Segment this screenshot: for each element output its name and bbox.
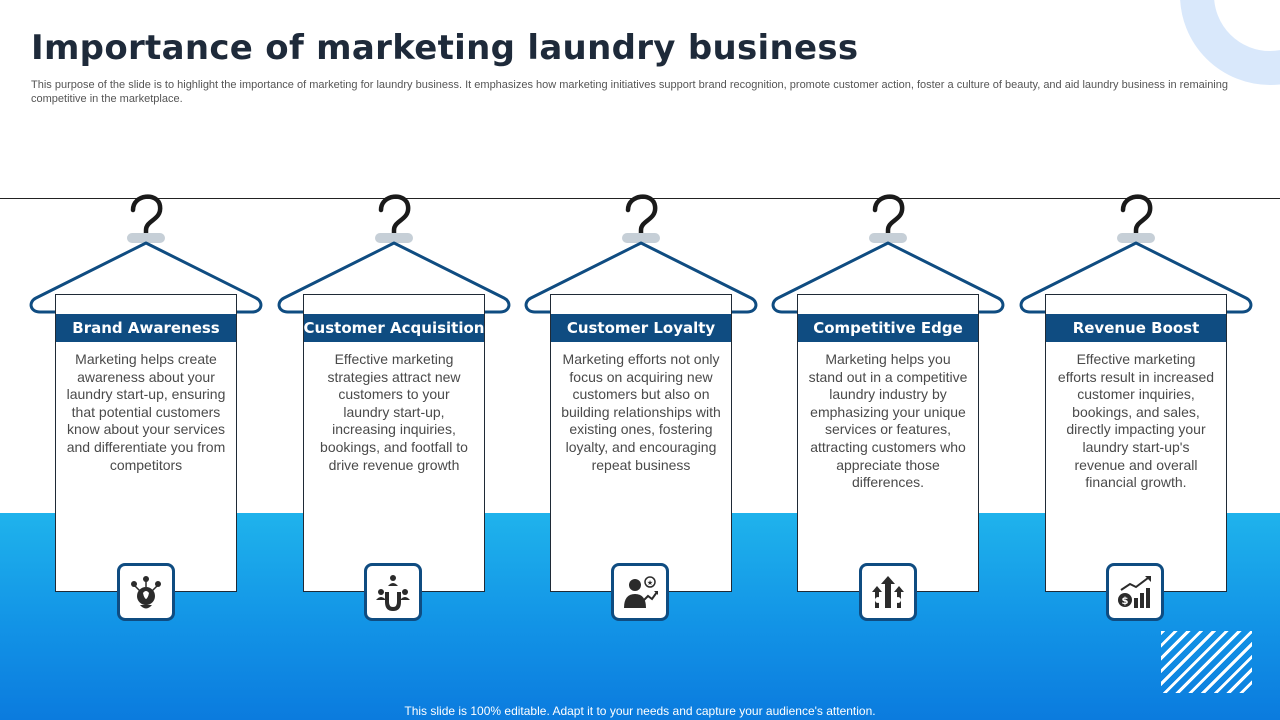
card-brand-awareness: Brand Awareness Marketing helps create a… xyxy=(55,294,237,592)
revenue-growth-icon: $ xyxy=(1118,576,1151,608)
customer-magnet-icon xyxy=(376,575,410,612)
page-title: Importance of marketing laundry business xyxy=(31,28,859,68)
card-title: Brand Awareness xyxy=(56,314,236,342)
card-description: Marketing helps create awareness about y… xyxy=(66,351,226,473)
card-icon-box: ★ xyxy=(611,563,669,621)
card-description: Marketing helps you stand out in a compe… xyxy=(808,351,968,491)
card-title: Customer Acquisition xyxy=(304,314,484,342)
card-icon-box xyxy=(364,563,422,621)
brand-awareness-icon xyxy=(131,576,161,609)
card-title: Revenue Boost xyxy=(1046,314,1226,342)
card-description: Effective marketing efforts result in in… xyxy=(1057,351,1215,491)
card-customer-acquisition: Customer Acquisition Effective marketing… xyxy=(303,294,485,592)
card-title: Customer Loyalty xyxy=(551,314,731,342)
footer-note: This slide is 100% editable. Adapt it to… xyxy=(404,704,876,718)
svg-text:★: ★ xyxy=(647,579,653,587)
card-revenue-boost: Revenue Boost Effective marketing effort… xyxy=(1045,294,1227,592)
card-customer-loyalty: Customer Loyalty Marketing efforts not o… xyxy=(550,294,732,592)
customer-loyalty-icon: ★ xyxy=(624,576,658,608)
card-icon-box xyxy=(859,563,917,621)
card-description: Effective marketing strategies attract n… xyxy=(320,351,468,473)
card-competitive-edge: Competitive Edge Marketing helps you sta… xyxy=(797,294,979,592)
card-title: Competitive Edge xyxy=(798,314,978,342)
page-subtitle: This purpose of the slide is to highligh… xyxy=(31,79,1228,105)
card-description: Marketing efforts not only focus on acqu… xyxy=(561,351,721,473)
decorative-hatch-pattern xyxy=(1161,631,1252,693)
svg-text:$: $ xyxy=(1122,596,1129,607)
card-icon-box: $ xyxy=(1106,563,1164,621)
decorative-ring xyxy=(1180,0,1280,85)
competitive-edge-icon xyxy=(872,576,904,608)
card-icon-box xyxy=(117,563,175,621)
